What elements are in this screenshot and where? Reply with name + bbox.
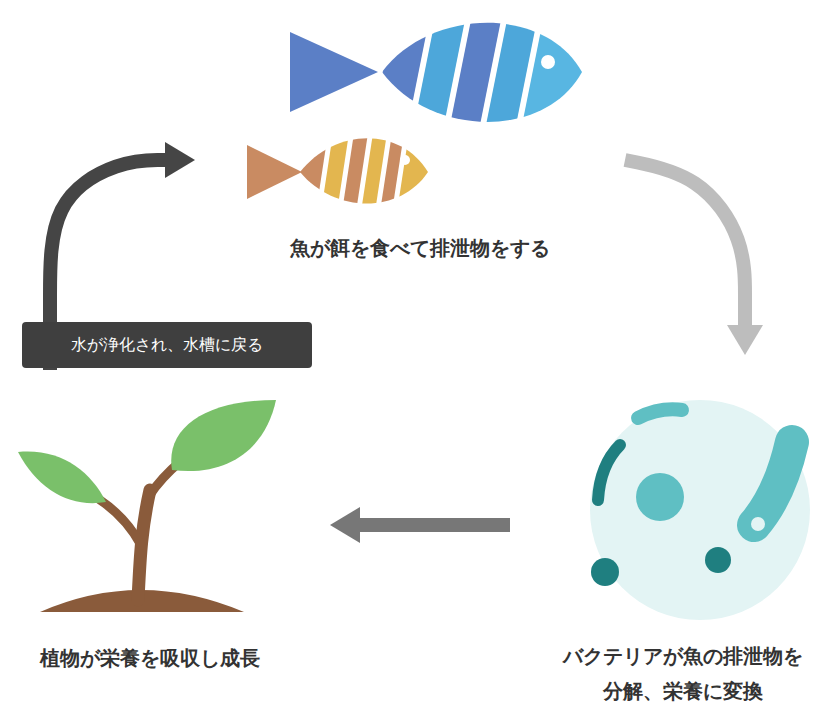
stage-node: 植物が栄養を吸収し成長 bbox=[10, 370, 330, 680]
fish-stripe bbox=[367, 0, 433, 150]
fish-head bbox=[395, 120, 450, 225]
stage-node: 魚が餌を食べて排泄物をする bbox=[195, 20, 625, 270]
plant-leaf bbox=[171, 400, 276, 471]
fish-stripe bbox=[340, 120, 370, 225]
bacteria-cell bbox=[590, 400, 810, 620]
bacteria-rod bbox=[598, 445, 620, 500]
fish-eye bbox=[541, 55, 555, 69]
plant-leaf bbox=[18, 452, 106, 504]
fish-stripe bbox=[292, 120, 330, 225]
fish-stripe bbox=[378, 120, 406, 225]
stage-caption: 植物が栄養を吸収し成長 bbox=[10, 641, 290, 676]
bacteria bbox=[590, 400, 810, 620]
fish-eye bbox=[400, 155, 410, 165]
fish-stripe bbox=[319, 120, 351, 225]
bacteria-blob bbox=[636, 473, 684, 521]
cycle-arrow bbox=[360, 518, 510, 532]
bacteria-dot bbox=[591, 558, 619, 586]
small-fish bbox=[247, 120, 450, 225]
bacteria-capsule bbox=[754, 442, 792, 525]
bacteria-rod bbox=[638, 409, 682, 418]
fish-tail bbox=[247, 145, 302, 199]
stage-node: バクテリアが魚の排泄物を 分解、栄養に変換 bbox=[510, 355, 840, 710]
stage-caption: バクテリアが魚の排泄物を 分解、栄養に変換 bbox=[555, 639, 810, 709]
bacteria-spot bbox=[751, 517, 765, 531]
edge-label: 水が浄化され、水槽に戻る bbox=[22, 322, 312, 368]
bacteria-dot bbox=[705, 547, 731, 573]
big-fish bbox=[290, 0, 605, 150]
plant-branch bbox=[100, 500, 141, 545]
stage-caption: 魚が餌を食べて排泄物をする bbox=[220, 231, 620, 266]
cycle-arrow bbox=[625, 160, 745, 325]
fish-head bbox=[517, 0, 605, 150]
fish-stripe bbox=[359, 120, 389, 225]
fish-tail bbox=[290, 32, 378, 112]
plant bbox=[18, 400, 276, 612]
